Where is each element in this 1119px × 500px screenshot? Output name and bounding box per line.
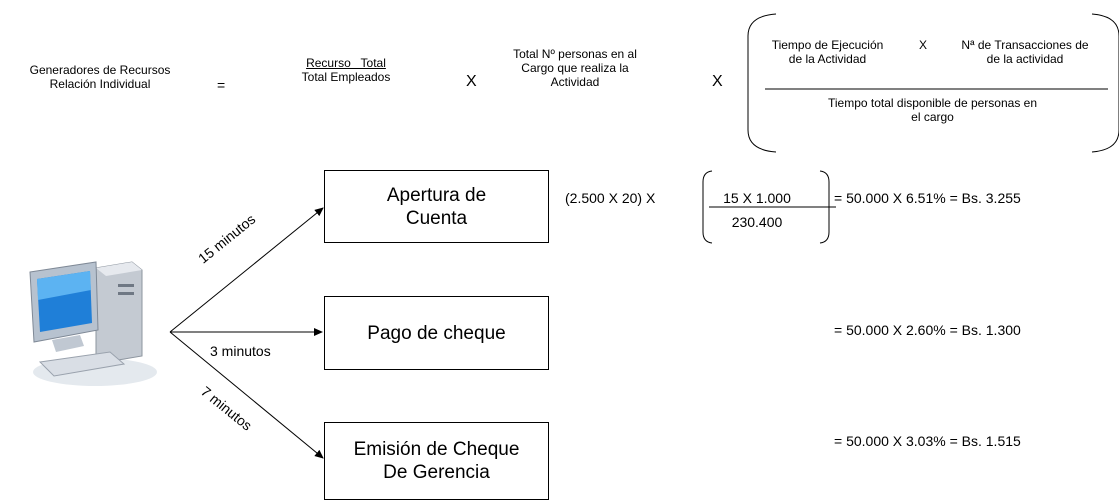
formula-lhs: Generadores de Recursos Relación Individ… [5,63,195,91]
multiply-sign: X [466,73,477,90]
numerator-transacciones: Nª de Transacciones de de la actividad [935,38,1115,66]
term2-line: Actividad [550,75,600,89]
result-pago: = 50.000 X 2.60% = Bs. 1.300 [834,322,1021,338]
calc-prefix: (2.500 X 20) X [565,190,656,206]
den-line: Tiempo total disponible de personas en [827,96,1038,110]
term2-line: Total Nº personas en al [513,47,637,61]
num-left-line: de la Actividad [788,52,867,66]
multiply-sign: X [712,73,723,90]
activity-label: Apertura de [386,184,487,206]
num-right-line: de la actividad [986,52,1064,66]
calc-left-bracket [702,170,713,244]
activity-label: Emisión de Cheque [353,439,520,460]
den-line: el cargo [911,110,954,124]
result-apertura: = 50.000 X 6.51% = Bs. 3.255 [834,190,1021,206]
formula-lhs-line: Relación Individual [49,77,151,91]
term1-denominator: Total Empleados [301,70,391,84]
num-right-line: Nª de Transacciones de [961,38,1089,52]
activity-label: Pago de cheque [367,322,506,344]
arrow-emision [169,331,324,459]
activity-box-emision: Emisión de Cheque De Gerencia [324,422,549,500]
activity-box-apertura: Apertura de Cuenta [324,170,549,243]
term1-numerator: Recurso Total [306,56,386,70]
numerator-tiempo-ejecucion: Tiempo de Ejecución de la Actividad [755,38,900,66]
formula-right-bracket [1091,13,1119,153]
activity-label: De Gerencia [383,462,490,483]
equals-sign: = [217,77,226,93]
term-personas-cargo: Total Nº personas en al Cargo que realiz… [500,47,650,89]
num-left-line: Tiempo de Ejecución [771,38,884,52]
denominator-tiempo-total: Tiempo total disponible de personas en e… [775,96,1090,124]
numerator-times: X [919,38,928,52]
activity-box-pago: Pago de cheque [324,296,549,370]
calc-denominator: 230.400 [731,214,783,230]
term2-line: Cargo que realiza la [521,61,629,75]
arrow-apertura [169,207,324,333]
time-label-pago: 3 minutos [210,343,271,359]
formula-lhs-line: Generadores de Recursos [29,63,171,77]
calc-numerator: 15 X 1.000 [723,190,791,206]
formula-left-bracket [747,13,777,153]
computer-icon [29,261,157,386]
term-recurso-total: Recurso Total Total Empleados [276,56,416,84]
activity-label: Cuenta [405,207,468,229]
result-emision: = 50.000 X 3.03% = Bs. 1.515 [834,433,1021,449]
